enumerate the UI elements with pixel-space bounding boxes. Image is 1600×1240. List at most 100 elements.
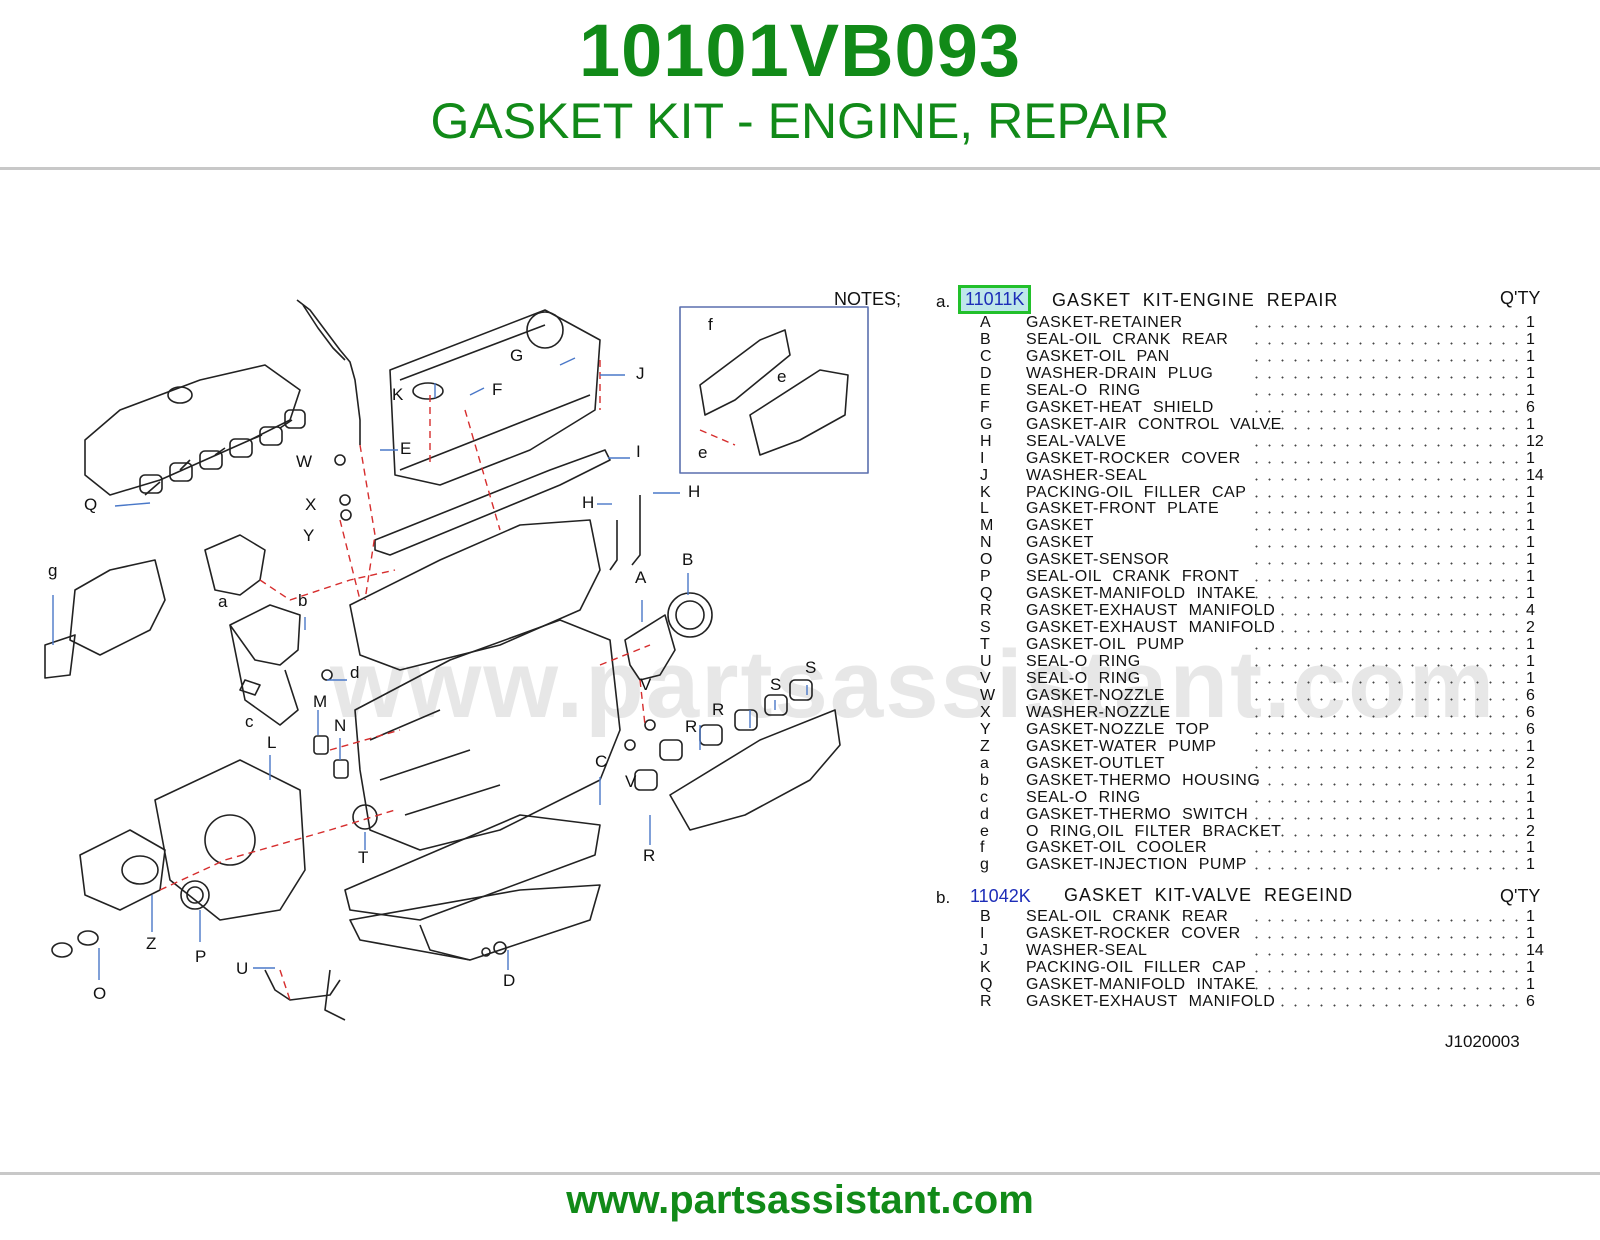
part-qty: 1 — [1526, 959, 1535, 976]
leader-dots — [1250, 477, 1520, 481]
callout-label: O — [93, 984, 106, 1003]
kit-letter: b. — [936, 888, 951, 907]
leader-dots — [1250, 325, 1520, 328]
leader-dots — [1250, 511, 1520, 515]
leader-dots — [1250, 799, 1520, 803]
callout-label: B — [682, 550, 693, 569]
part-qty: 1 — [1526, 585, 1535, 603]
part-qty: 1 — [1526, 908, 1535, 925]
leader-dots — [1250, 919, 1520, 922]
part-qty: 2 — [1526, 822, 1535, 840]
leader-dots — [1250, 460, 1520, 464]
leader-dots — [1250, 765, 1520, 769]
part-qty: 6 — [1526, 720, 1535, 738]
callout-label: A — [635, 568, 647, 587]
part-qty: 1 — [1526, 415, 1535, 433]
part-name: GASKET-SENSOR — [1026, 551, 1170, 569]
leader-dots — [1250, 748, 1520, 752]
part-qty: 1 — [1526, 330, 1535, 348]
part-letter: F — [980, 398, 990, 416]
part-letter: R — [980, 993, 992, 1010]
callout-label: Q — [84, 495, 97, 514]
part-name: GASKET-OIL PAN — [1026, 347, 1170, 365]
callout-label: X — [305, 495, 316, 514]
callout-label: N — [334, 716, 346, 735]
part-letter: a — [980, 754, 989, 772]
part-qty: 1 — [1526, 483, 1535, 501]
part-name: SEAL-OIL CRANK REAR — [1026, 330, 1229, 348]
part-name: O RING,OIL FILTER BRACKET — [1026, 822, 1282, 840]
callout-label: R — [685, 717, 697, 736]
part-qty: 6 — [1526, 686, 1535, 704]
footer-url[interactable]: www.partsassistant.com — [566, 1178, 1034, 1222]
callout-label: D — [503, 971, 515, 990]
part-letter: X — [980, 703, 991, 721]
leader-dots — [1250, 358, 1520, 362]
part-letter: g — [980, 856, 989, 874]
callout-label: R — [712, 700, 724, 719]
part-letter: E — [980, 381, 991, 399]
callout-label: a — [218, 592, 228, 611]
part-qty: 1 — [1526, 500, 1535, 518]
leader-dots — [1250, 987, 1520, 990]
part-letter: Q — [980, 585, 993, 603]
kit-code-link[interactable]: 11011K — [958, 285, 1032, 314]
leader-dots — [1250, 953, 1520, 956]
part-letter: Y — [980, 720, 991, 738]
notes-label: NOTES; — [834, 289, 902, 309]
part-name: SEAL-OIL CRANK REAR — [1026, 908, 1229, 925]
part-letter: Z — [980, 737, 990, 755]
part-name: GASKET-HEAT SHIELD — [1026, 398, 1214, 416]
leader-dots — [1250, 528, 1520, 532]
diagram-callout-labels: A B C D E F G H H I J K L M N O P Q R R … — [48, 315, 816, 1003]
leader-dots — [1250, 545, 1520, 549]
part-letter: W — [980, 686, 996, 704]
part-letter: D — [980, 364, 992, 382]
leader-dots — [1250, 392, 1520, 396]
diagram-reference-code: J1020003 — [1445, 1032, 1520, 1051]
part-name: GASKET-AIR CONTROL VALVE — [1026, 415, 1282, 433]
part-name: SEAL-VALVE — [1026, 432, 1127, 450]
callout-label: d — [350, 663, 359, 682]
callout-label: e — [698, 443, 707, 462]
part-name: GASKET-INJECTION PUMP — [1026, 856, 1247, 874]
part-qty: 1 — [1526, 669, 1535, 687]
leader-dots — [1250, 731, 1520, 735]
footer-divider — [0, 1172, 1600, 1175]
page-header: 10101VB093 GASKET KIT - ENGINE, REPAIR — [0, 0, 1600, 170]
part-qty: 6 — [1526, 993, 1535, 1010]
part-qty: 1 — [1526, 925, 1535, 942]
part-name: GASKET-EXHAUST MANIFOLD — [1026, 602, 1276, 620]
diagram-line-art — [44, 299, 869, 1021]
leader-dots — [1250, 1004, 1520, 1007]
leader-dots — [1250, 697, 1520, 701]
callout-label: S — [805, 658, 816, 677]
part-name: GASKET-THERMO SWITCH — [1026, 805, 1249, 823]
callout-label: V — [625, 772, 637, 791]
part-name: SEAL-OIL CRANK FRONT — [1026, 568, 1240, 586]
callout-label: R — [643, 846, 655, 865]
callout-label: Y — [303, 526, 314, 545]
part-letter: K — [980, 483, 991, 501]
part-name: SEAL-O RING — [1026, 788, 1141, 806]
leader-dots — [1250, 409, 1520, 413]
part-qty: 6 — [1526, 398, 1535, 416]
kit-code-link[interactable]: 11042K — [970, 886, 1031, 906]
leader-dots — [1250, 714, 1520, 718]
part-name: PACKING-OIL FILLER CAP — [1026, 959, 1247, 976]
